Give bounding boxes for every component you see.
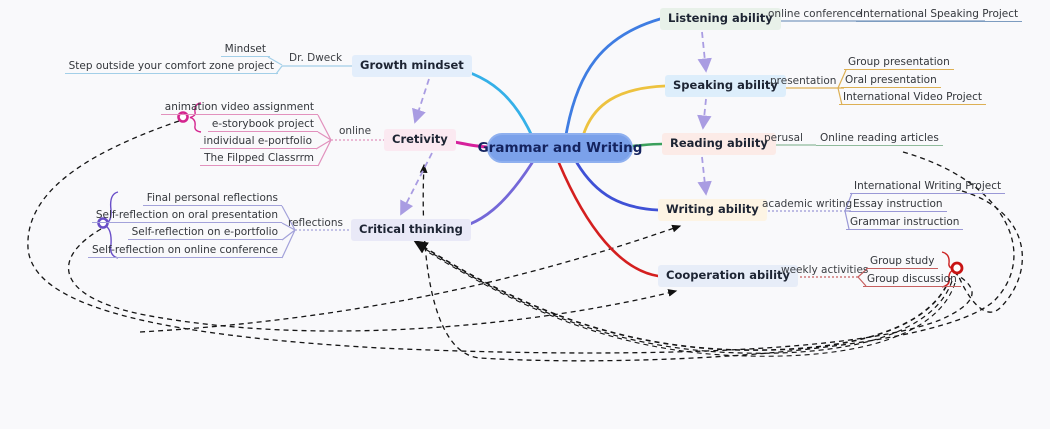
node-reading-ability[interactable]: Reading ability [662,133,776,155]
node-cooperation-ability[interactable]: Cooperation ability [658,265,799,287]
node-listening-ability[interactable]: Listening ability [660,8,781,30]
node-growth-mindset[interactable]: Growth mindset [352,55,472,77]
leaf-essay-instruction[interactable]: Essay instruction [849,198,947,212]
leaf-final-reflections[interactable]: Final personal reflections [142,192,282,206]
link-label-reflections[interactable]: reflections [288,217,343,229]
leaf-grammar-instruction[interactable]: Grammar instruction [846,216,964,230]
node-writing-ability[interactable]: Writing ability [658,199,767,221]
leaf-flipped-classroom[interactable]: The Filpped Classrrm [200,152,318,166]
leaf-intl-speaking-project[interactable]: International Speaking Project [856,8,1023,22]
link-label-weekly-activities[interactable]: weekly activities [781,264,869,276]
leaf-e-storybook[interactable]: e-storybook project [207,118,318,132]
node-cretivity[interactable]: Cretivity [384,129,456,151]
leaf-comfort-zone[interactable]: Step outside your comfort zone project [64,60,278,74]
leaf-reflection-conference[interactable]: Self-reflection on online conference [87,244,282,258]
node-speaking-ability[interactable]: Speaking ability [665,75,786,97]
link-label-online-conference[interactable]: online conference [768,8,862,20]
leaf-group-discussion[interactable]: Group discussion [863,273,961,287]
link-label-dr-dweck[interactable]: Dr. Dweck [289,52,343,64]
node-critical-thinking[interactable]: Critical thinking [351,219,471,241]
link-label-presentation[interactable]: presentation [770,75,837,87]
link-label-academic-writing[interactable]: academic writing [762,198,853,210]
leaf-intl-video-project[interactable]: International Video Project [839,91,987,105]
link-label-online[interactable]: online [339,125,372,137]
leaf-mindset[interactable]: Mindset [220,43,270,57]
leaf-reflection-eportfolio[interactable]: Self-reflection on e-portfolio [127,226,282,240]
leaf-group-presentation[interactable]: Group presentation [844,56,954,70]
central-topic[interactable]: Grammar and Writing [478,133,642,163]
leaf-intl-writing-project[interactable]: International Writing Project [850,180,1006,194]
link-label-perusal[interactable]: perusal [764,132,803,144]
leaf-group-study[interactable]: Group study [866,255,939,269]
leaf-oral-presentation[interactable]: Oral presentation [841,74,941,88]
leaf-online-reading[interactable]: Online reading articles [816,132,943,146]
leaf-reflection-oral[interactable]: Self-reflection on oral presentation [91,209,282,223]
leaf-animation-video[interactable]: animation video assignment [160,101,318,115]
leaf-e-portfolio[interactable]: individual e-portfolio [199,135,316,149]
